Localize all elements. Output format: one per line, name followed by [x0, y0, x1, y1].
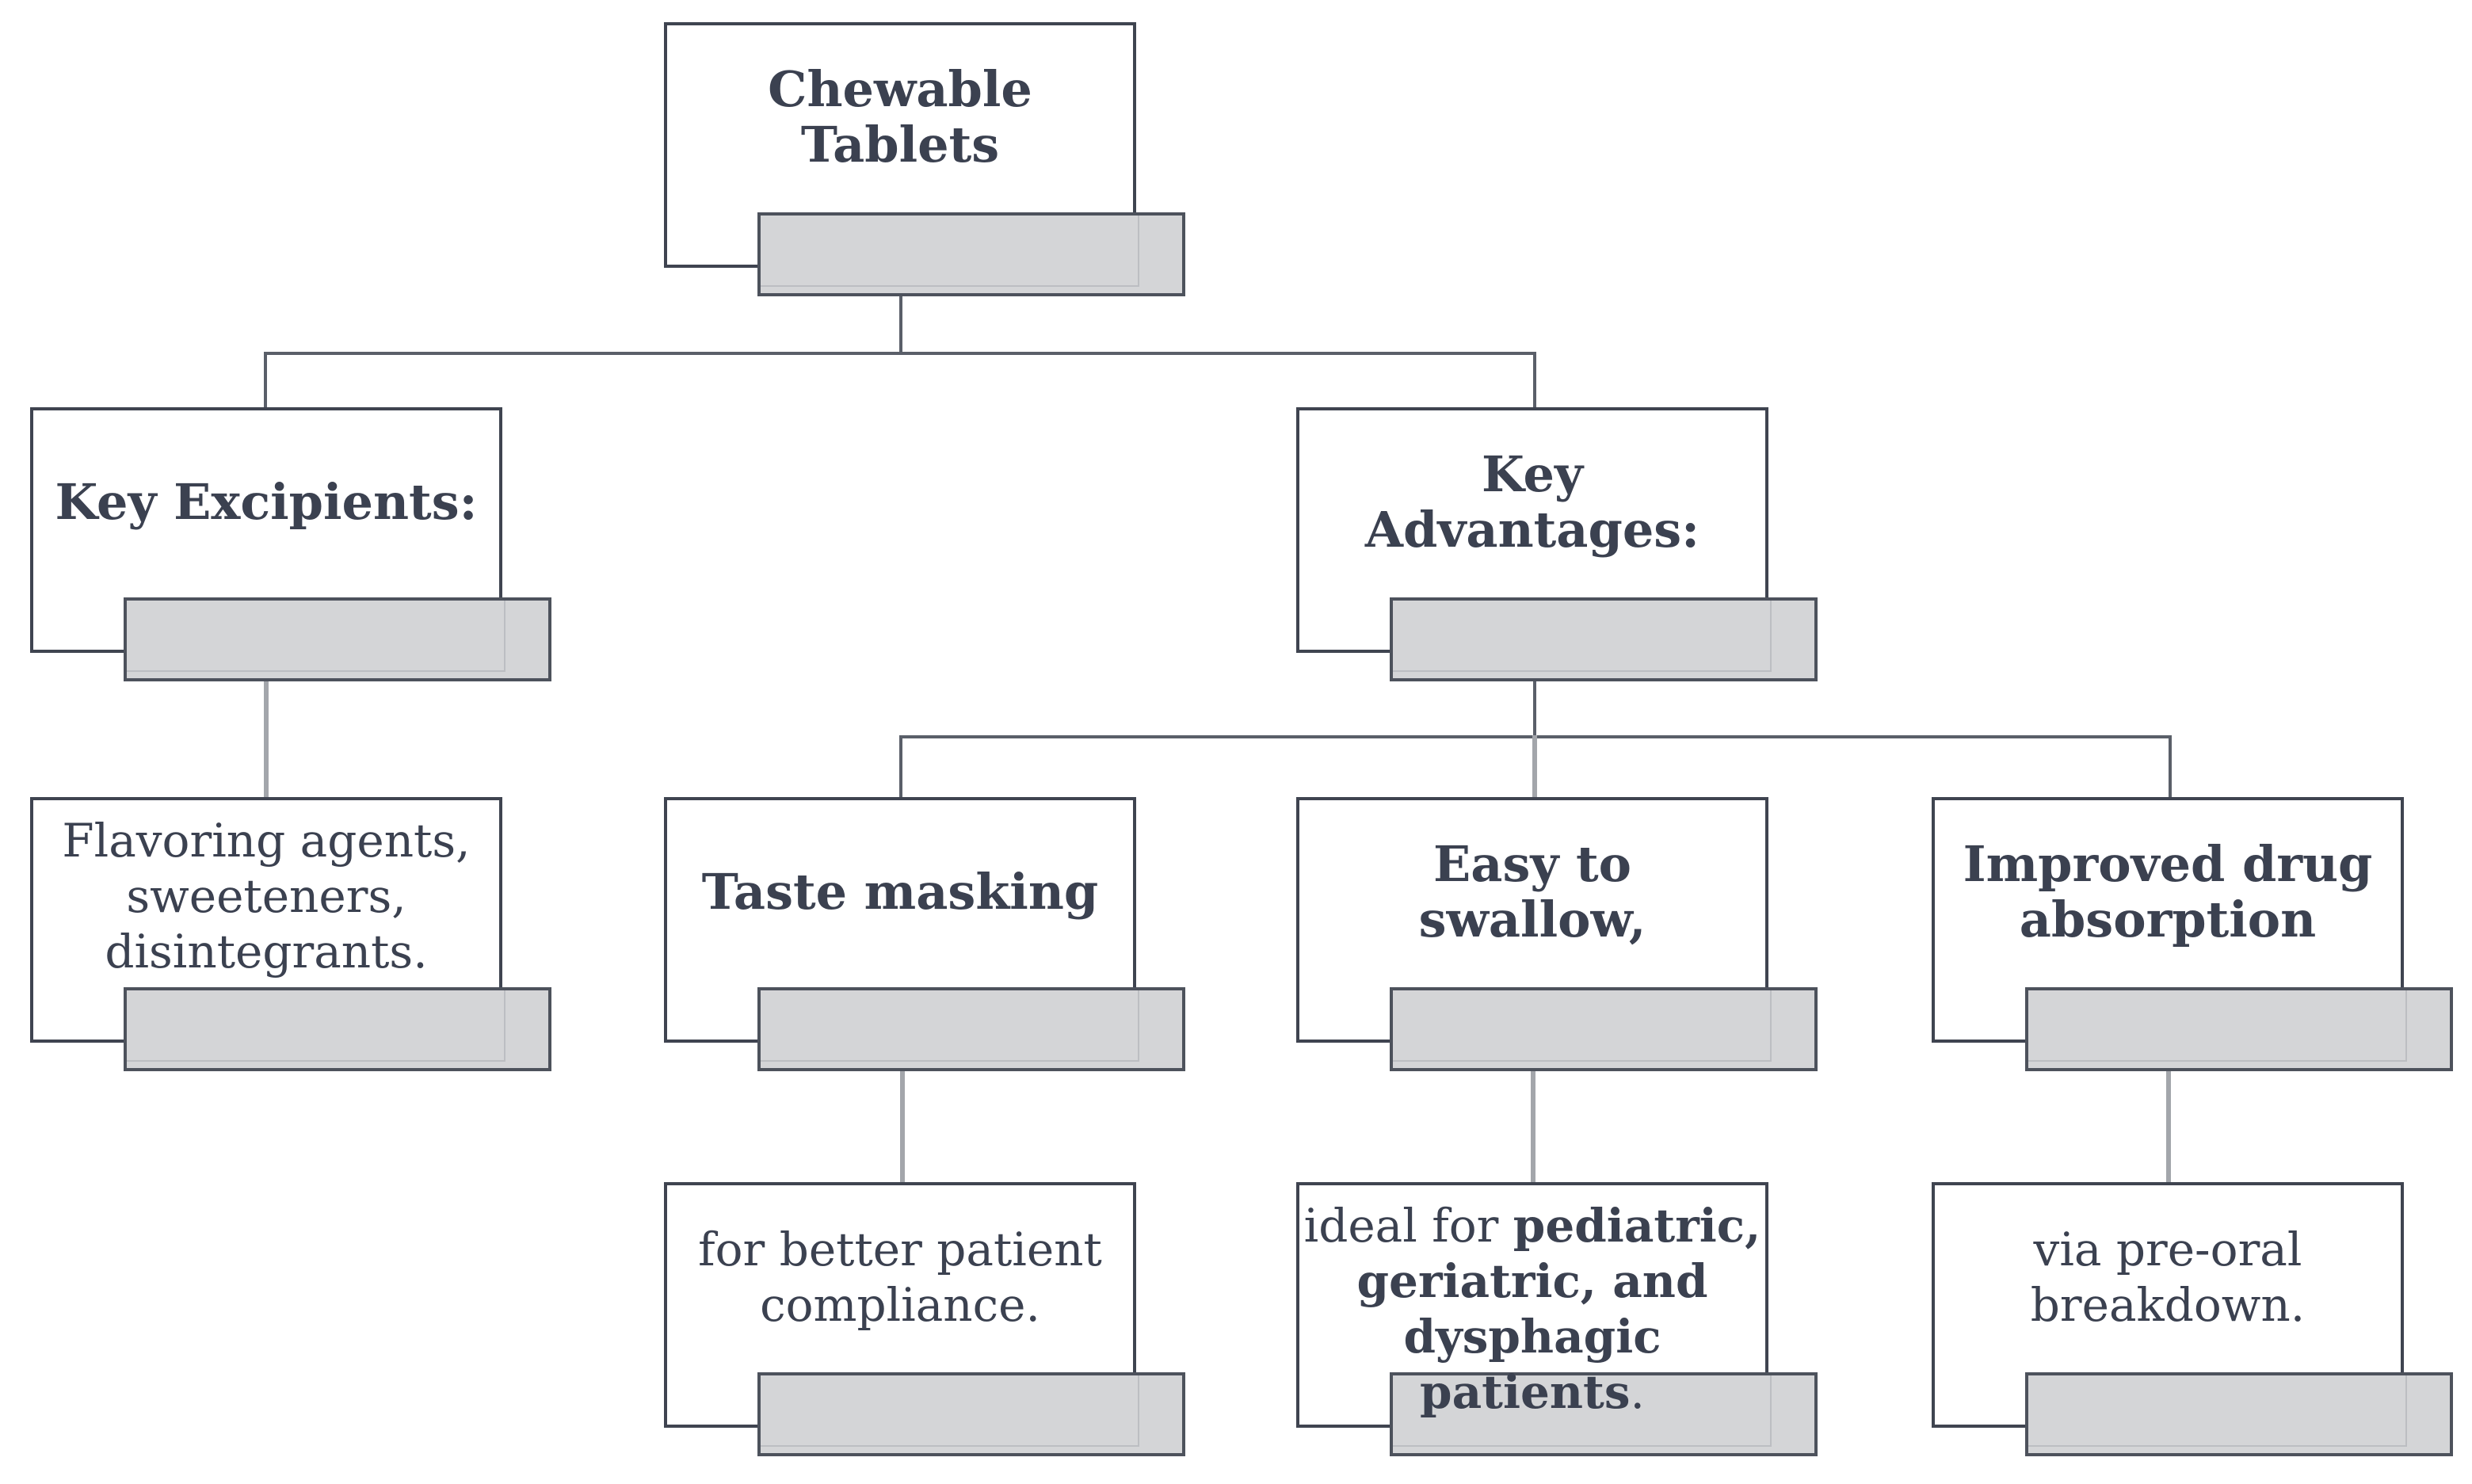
node-text: ideal for pediatric, geriatric, and dysp…: [1303, 1199, 1761, 1419]
node-tab: [1390, 597, 1818, 681]
node-title: Easy to swallow,: [1418, 835, 1646, 948]
connector-taste-detail: [900, 1044, 905, 1184]
connector-level1-bar: [264, 352, 1536, 355]
node-tab: [1390, 987, 1818, 1071]
connector-to-absorption: [2169, 735, 2172, 799]
connector-to-excipients: [264, 352, 267, 409]
node-tab: [757, 1372, 1185, 1456]
node-tab: [757, 987, 1185, 1071]
node-title: Taste masking: [701, 863, 1099, 921]
connector-excipients-detail: [264, 659, 269, 799]
node-title: Key Excipients:: [55, 473, 478, 531]
connector-to-taste: [899, 735, 902, 799]
node-tab: [2025, 1372, 2453, 1456]
connector-swallow-detail: [1531, 1044, 1535, 1184]
node-tab: [124, 987, 551, 1071]
node-title: Improved drug absorption: [1963, 835, 2373, 948]
node-tab: [757, 212, 1185, 296]
node-text: Flavoring agents, sweeteners, disintegra…: [62, 814, 471, 979]
connector-root-down: [899, 274, 902, 355]
connector-advantages-down: [1533, 659, 1536, 738]
node-tab: [2025, 987, 2453, 1071]
connector-to-swallow: [1532, 735, 1537, 799]
node-text: for better patient compliance.: [698, 1223, 1102, 1332]
node-tab: [1390, 1372, 1818, 1456]
connector-absorption-detail: [2166, 1044, 2171, 1184]
node-text: via pre-oral breakdown.: [2030, 1223, 2306, 1332]
node-title: Key Advantages:: [1364, 445, 1700, 559]
node-title: Chewable Tablets: [768, 60, 1032, 174]
node-tab: [124, 597, 551, 681]
connector-to-advantages: [1533, 352, 1536, 409]
